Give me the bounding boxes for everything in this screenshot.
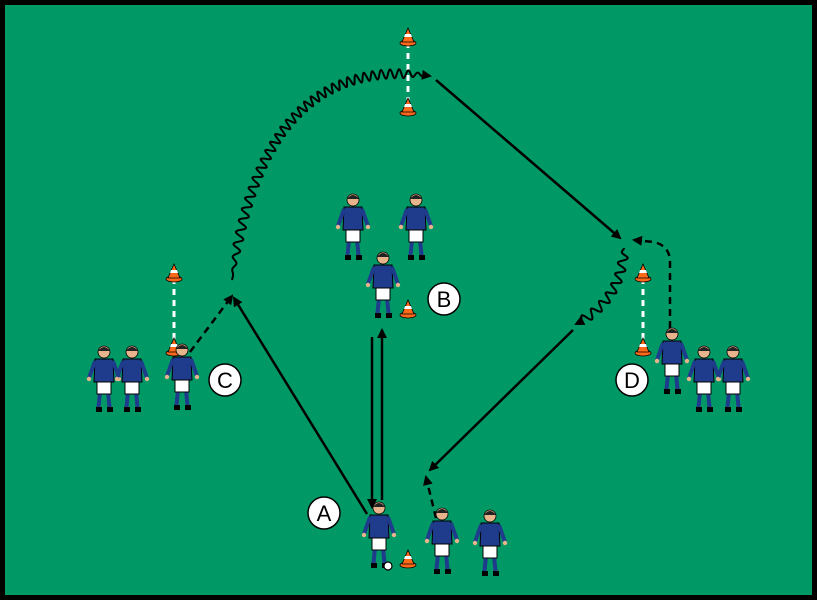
pass-arrow-d-to-a — [428, 329, 574, 472]
label-d-text: D — [624, 368, 640, 393]
dribble-arrow-c-to-top — [231, 67, 432, 281]
label-a-text: A — [317, 501, 332, 526]
label-d: D — [615, 363, 649, 397]
label-b: B — [427, 282, 461, 316]
label-a: A — [307, 496, 341, 530]
run-arrow-d — [632, 235, 672, 340]
dribble-arrow-d-down — [574, 247, 629, 325]
label-c-text: C — [217, 368, 233, 393]
pass-arrow-a-to-c — [232, 296, 369, 515]
pitch — [5, 5, 812, 595]
label-c: C — [208, 363, 242, 397]
pass-arrow-top-to-d — [435, 79, 622, 240]
ball-icon — [383, 561, 393, 571]
label-b-text: B — [437, 287, 452, 312]
